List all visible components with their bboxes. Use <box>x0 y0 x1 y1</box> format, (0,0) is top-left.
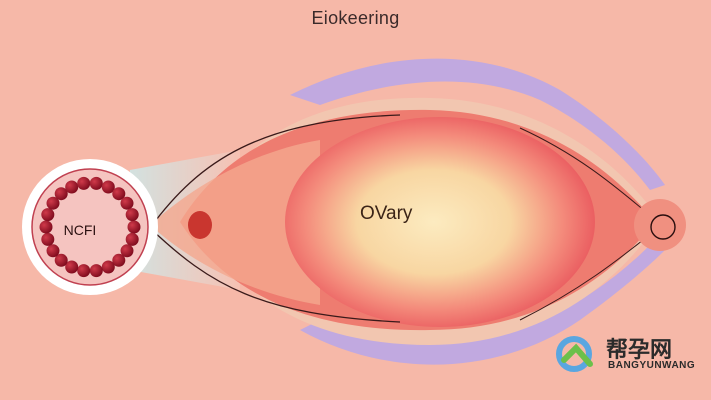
blood-cell <box>101 260 115 274</box>
blood-cell <box>65 180 79 194</box>
blood-cell <box>41 208 55 222</box>
blood-cell <box>120 244 134 258</box>
blood-cell <box>112 187 126 201</box>
outline-bottom <box>149 227 401 323</box>
tube-dot <box>188 211 212 239</box>
ovary-core <box>285 117 595 327</box>
watermark-logo-icon <box>556 336 593 372</box>
blood-cell <box>89 264 103 278</box>
blood-cell <box>101 180 115 194</box>
blood-cell <box>77 176 91 190</box>
membrane-bottom <box>300 245 665 365</box>
ovary-label: OVary <box>360 203 413 224</box>
blood-cell <box>46 244 60 258</box>
blood-cell <box>54 187 68 201</box>
blood-cell <box>125 232 139 246</box>
outline-top <box>149 114 401 229</box>
watermark-english-text: BANGYUNWANG <box>608 360 696 371</box>
blood-cell <box>54 253 68 267</box>
page-title: Eiokeering <box>311 8 400 28</box>
watermark-chinese-text: 帮孕网 <box>606 338 673 363</box>
cell-ring <box>39 176 141 278</box>
blood-cell <box>127 220 141 234</box>
inset-label: NCFI <box>63 222 97 238</box>
watermark: 帮孕网 BANGYUNWANG <box>556 332 706 378</box>
blood-cell <box>89 176 103 190</box>
blood-cell <box>112 253 126 267</box>
blood-cell <box>39 220 53 234</box>
blood-cell <box>41 232 55 246</box>
blood-cell <box>65 260 79 274</box>
blood-cell <box>77 264 91 278</box>
right-end-ring <box>650 214 676 240</box>
tube-shade <box>150 140 320 305</box>
blood-cell <box>46 196 60 210</box>
blood-cell <box>125 208 139 222</box>
membrane-top <box>290 58 665 190</box>
right-end-outer <box>634 199 686 251</box>
blood-cell <box>120 196 134 210</box>
